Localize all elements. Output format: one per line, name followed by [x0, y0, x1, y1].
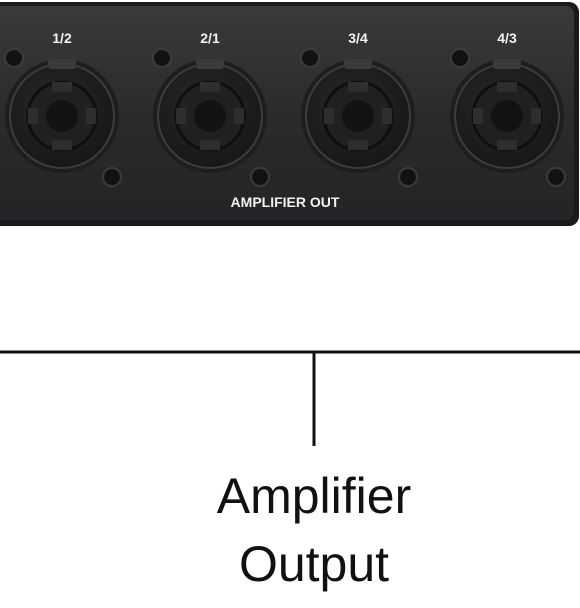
port-label: 1/2 [52, 30, 72, 46]
speakon-port-3 [301, 59, 415, 173]
callout-label-line-1: Amplifier [216, 468, 412, 524]
rear-panel [0, 2, 579, 226]
screw-hole [300, 48, 320, 68]
speakon-port-4 [450, 59, 564, 173]
screw-hole [102, 167, 122, 187]
section-label: AMPLIFIER OUT [231, 194, 340, 210]
screw-hole [546, 167, 566, 187]
speakon-port-1 [5, 59, 119, 173]
port-label: 4/3 [497, 30, 517, 46]
callout-label: Amplifier Output [164, 462, 464, 598]
screw-hole [250, 167, 270, 187]
screw-hole [398, 167, 418, 187]
screw-hole [450, 48, 470, 68]
port-label: 2/1 [200, 30, 220, 46]
callout-label-line-2: Output [238, 536, 390, 592]
port-label: 3/4 [348, 30, 368, 46]
screw-hole [4, 48, 24, 68]
screw-hole [152, 48, 172, 68]
speakon-port-2 [153, 59, 267, 173]
